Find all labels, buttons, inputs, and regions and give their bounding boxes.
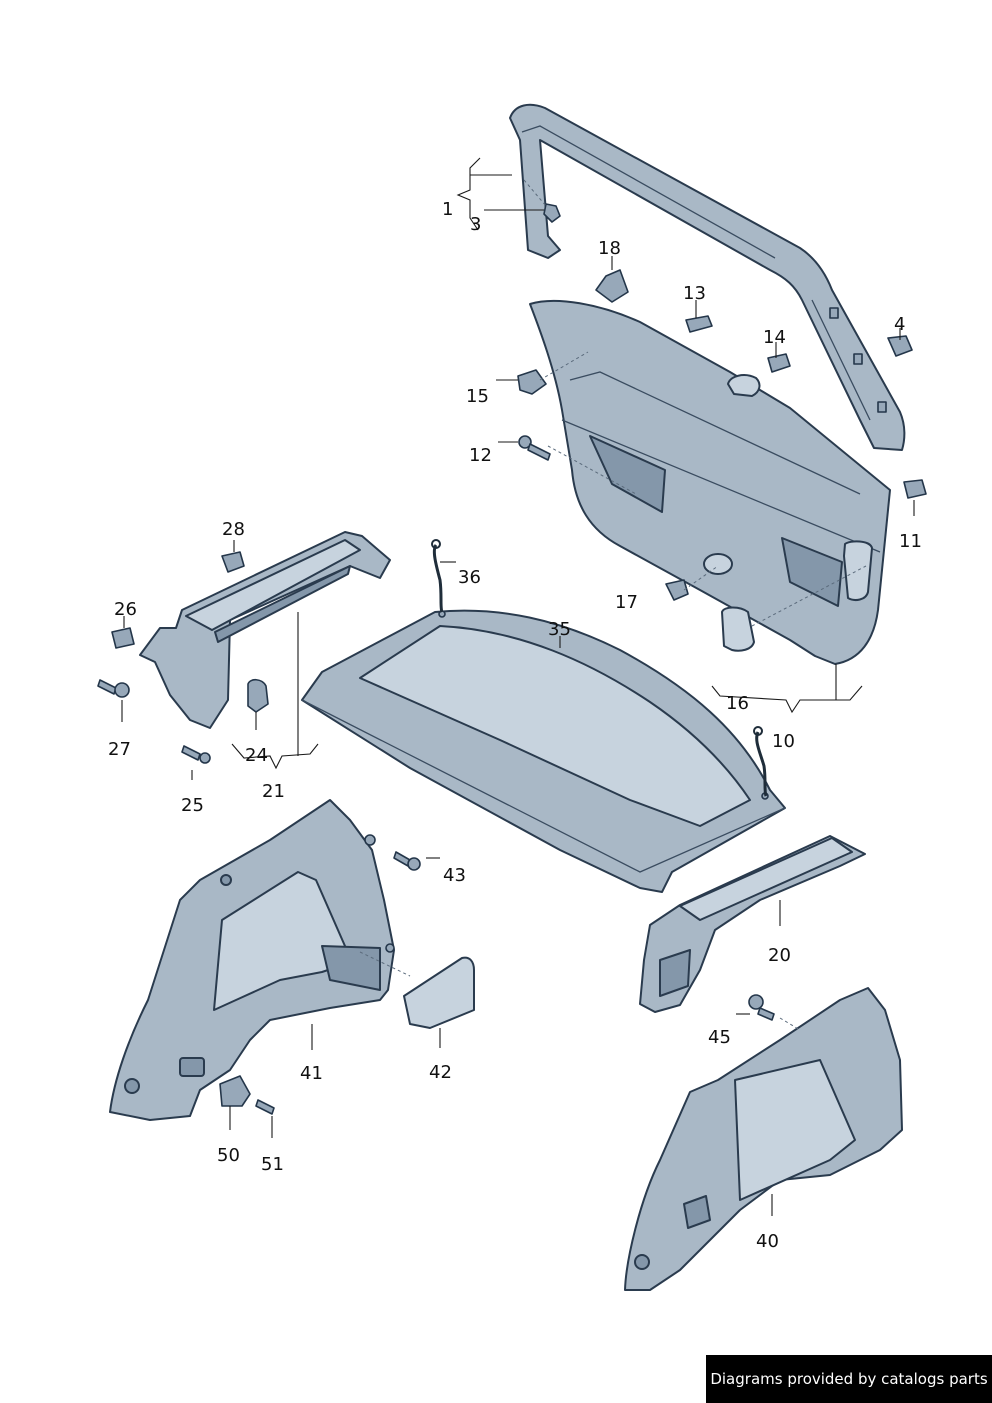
cable-10-end [753,726,763,736]
callout-40: 40 [756,1231,779,1252]
callout-27: 27 [108,739,131,760]
part-20-right-upper-trim [639,835,866,1013]
callout-10: 10 [772,731,795,752]
part-40-right-side-trim [624,987,903,1291]
part-14-clip [767,353,791,373]
callout-20: 20 [768,945,791,966]
part-13-clip [685,315,713,333]
callout-16: 16 [726,693,749,714]
callout-13: 13 [683,283,706,304]
cable-36-end [431,539,441,549]
callout-51: 51 [261,1154,284,1175]
callout-28: 28 [222,519,245,540]
part-11-clip [903,479,927,499]
callout-43: 43 [443,865,466,886]
callout-17: 17 [615,592,638,613]
part-18-clip [595,269,629,303]
callout-35: 35 [548,619,571,640]
callout-25: 25 [181,795,204,816]
callout-11: 11 [899,531,922,552]
callout-4: 4 [894,314,905,335]
part-45-screw [748,994,775,1021]
callout-45: 45 [708,1027,731,1048]
part-12-screw [518,435,551,461]
callout-42: 42 [429,1062,452,1083]
part-1-frame-trim [509,103,906,451]
part-16-cover [721,606,755,652]
credit-banner: Diagrams provided by catalogs parts [706,1355,992,1403]
cable-36 [432,544,444,613]
credit-text: Diagrams provided by catalogs parts [710,1370,988,1388]
callout-18: 18 [598,238,621,259]
part-41-left-side-trim [109,799,395,1121]
callout-3: 3 [470,214,481,235]
callout-26: 26 [114,599,137,620]
callout-21: 21 [262,781,285,802]
part-51-screw [255,1099,275,1115]
leader-lines [121,157,915,1216]
cable-10 [755,731,768,797]
part-25-screw [181,745,211,764]
part-10-tailgate-trim [529,299,891,665]
part-27-screw [97,679,130,698]
callout-12: 12 [469,445,492,466]
part-3-clip [543,203,561,223]
callout-41: 41 [300,1063,323,1084]
part-21-left-upper-trim [139,531,391,729]
part-42-cover [403,956,475,1029]
callout-14: 14 [763,327,786,348]
callout-1: 1 [442,199,453,220]
part-15-clip [517,369,547,395]
callout-15: 15 [466,386,489,407]
part-43-screw [393,851,421,871]
part-26-clip [111,627,135,649]
part-50-hook [219,1075,251,1107]
part-35-parcel-shelf [301,609,786,893]
callout-50: 50 [217,1145,240,1166]
callout-24: 24 [245,745,268,766]
part-28-clip [221,551,245,573]
part-17-cover [665,579,689,601]
callout-36: 36 [458,567,481,588]
callout-labels: 1 3 18 13 4 14 15 12 11 28 36 17 26 35 1… [108,199,922,1252]
